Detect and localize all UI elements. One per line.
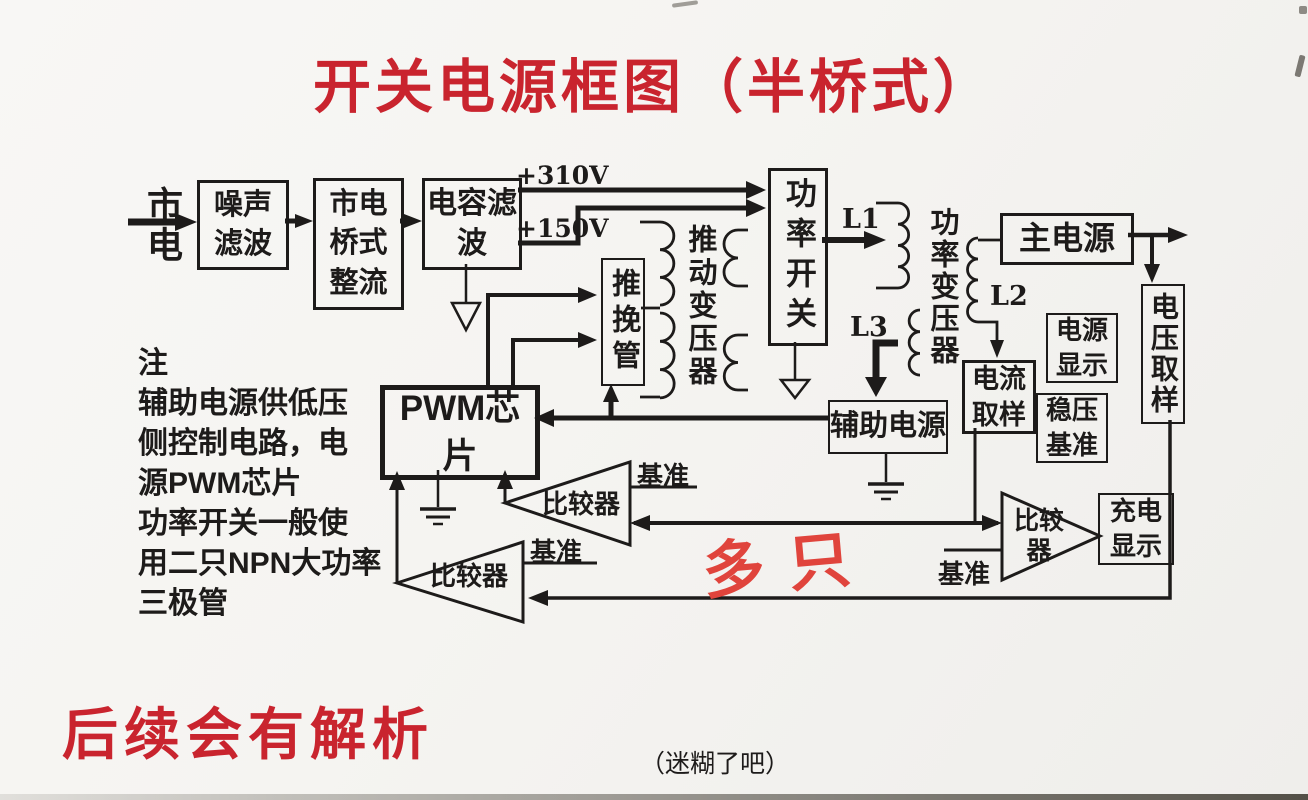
voltage-sample-box: 电压取样 xyxy=(1141,284,1185,424)
drive-transformer-label: 推动变压器 xyxy=(684,224,716,389)
power-switch-ground xyxy=(778,342,812,401)
note-line: 注 xyxy=(138,347,168,380)
pwm-chip-box: PWM芯片 xyxy=(380,385,540,480)
footer-black-text: （迷糊了吧） xyxy=(640,751,791,778)
note-line: 三极管 xyxy=(138,587,228,620)
l3-lead-arrow xyxy=(865,339,898,397)
power-transformer-label: 功率变压器 xyxy=(926,207,958,367)
note-line: 功率开关一般使 xyxy=(138,507,348,540)
l2-label: L2 xyxy=(990,281,1028,312)
note-block: 注 辅助电源供低压 侧控制电路，电 源PWM芯片 功率开关一般使 用二只NPN大… xyxy=(138,344,406,624)
power-switch-box: 功率开关 xyxy=(768,168,828,346)
rail-310v xyxy=(518,181,766,199)
rail-310v-label: +310V xyxy=(516,161,609,190)
l1-arrow xyxy=(822,231,886,249)
comparator-3-label: 比较器 xyxy=(1013,507,1064,565)
footer-red-text: 后续会有解析 xyxy=(62,703,434,766)
mains-arrow xyxy=(128,213,197,231)
comparator-2-label: 比较器 xyxy=(430,561,509,591)
comparator-2-reference-label: 基准 xyxy=(530,537,583,567)
push-pull-box: 推挽管 xyxy=(601,258,645,386)
charge-display-box: 充电显示 xyxy=(1098,493,1174,565)
noise-filter-box: 噪声滤波 xyxy=(197,180,289,270)
main-power-out-arrow xyxy=(1128,227,1188,243)
pwm-to-pushpull-lines xyxy=(486,287,597,385)
l1-label: L1 xyxy=(842,204,880,235)
power-transformer-primary-coil xyxy=(876,201,910,290)
main-power-box: 主电源 xyxy=(1000,213,1134,265)
comparator-2-symbol xyxy=(389,471,597,625)
cap-filter-ground xyxy=(449,264,483,333)
comparator-3-reference-label: 基准 xyxy=(938,559,991,589)
aux-to-pwm-line xyxy=(534,409,828,427)
scan-edge-band xyxy=(0,794,1308,800)
drive-transformer-secondary-coils xyxy=(722,228,748,392)
l2-lead-arrow xyxy=(978,320,1004,358)
aux-power-ground xyxy=(868,452,904,501)
aux-power-box: 辅助电源 xyxy=(828,400,948,454)
drive-transformer-primary-coil xyxy=(640,220,676,400)
voltage-sense-bus xyxy=(528,420,1172,606)
noise-to-bridge-arrow xyxy=(285,214,313,228)
comparator-3-symbol xyxy=(944,490,1104,583)
reg-reference-box: 稳压基准 xyxy=(1036,393,1108,463)
note-line: 用二只NPN大功率 xyxy=(138,547,382,580)
note-line: 辅助电源供低压 xyxy=(138,387,348,420)
feed-to-pushpull-arrow xyxy=(603,384,619,418)
power-display-box: 电源显示 xyxy=(1046,313,1118,383)
comparator-1-label: 比较器 xyxy=(542,489,621,519)
current-sample-box: 电流取样 xyxy=(962,360,1036,434)
cap-filter-box: 电容滤波 xyxy=(422,178,522,270)
rail-150v xyxy=(518,199,766,246)
voltage-sample-in-arrow xyxy=(1144,237,1160,283)
comparator-1-reference-label: 基准 xyxy=(637,461,690,491)
note-line: 侧控制电路，电 xyxy=(138,427,348,460)
note-line: 源PWM芯片 xyxy=(138,467,302,500)
power-transformer-secondary-coil xyxy=(966,236,1000,324)
bridge-rectifier-box: 市电桥式整流 xyxy=(313,178,404,310)
l3-coil xyxy=(907,308,921,377)
scan-artifact xyxy=(1299,6,1307,14)
rail-150v-label: +150V xyxy=(516,214,609,243)
handwritten-duozhi: 多只 xyxy=(699,523,878,608)
current-sense-bus xyxy=(630,515,1002,531)
page-title: 开关电源框图（半桥式） xyxy=(312,55,995,120)
mains-label: 市电 xyxy=(142,186,183,266)
l3-label: L3 xyxy=(850,312,888,343)
